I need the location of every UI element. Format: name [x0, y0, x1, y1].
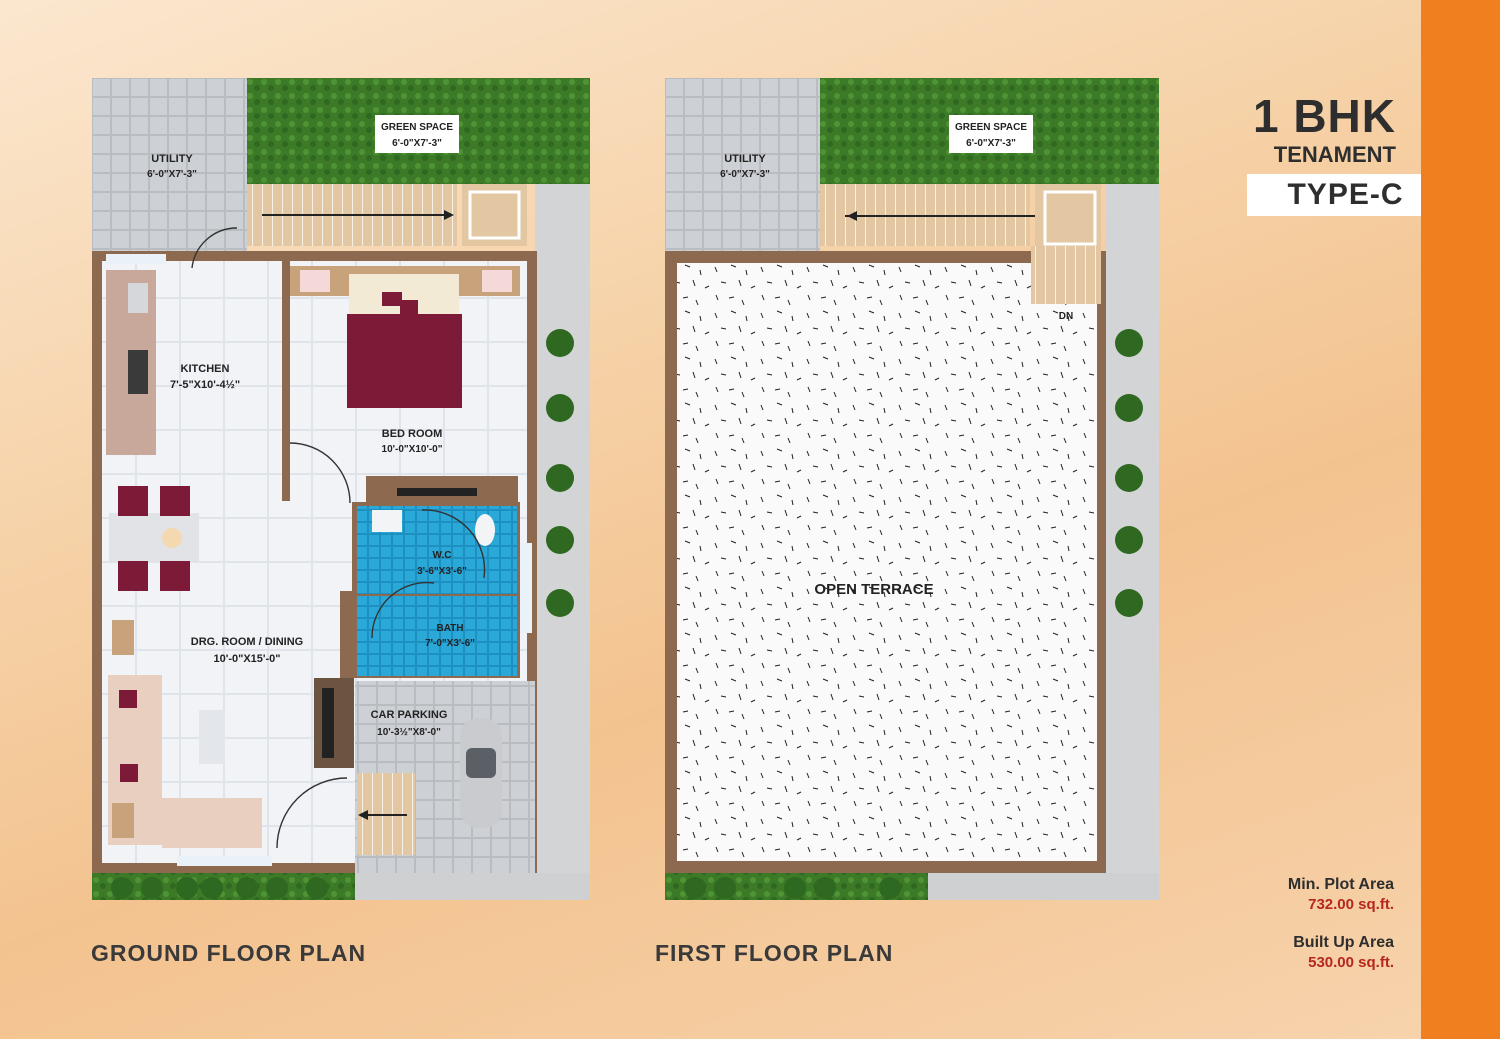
plot-area-value: 732.00 sq.ft. — [1308, 896, 1394, 913]
toilet-icon — [475, 514, 495, 546]
first-utility-area — [665, 78, 820, 251]
plot-area-label: Min. Plot Area — [1287, 876, 1394, 893]
kitchen-dim: 7'-5"X10'-4½" — [170, 379, 240, 391]
ground-utility-area — [92, 78, 247, 251]
first-green-label: GREEN SPACE — [955, 122, 1027, 133]
built-area-label: Built Up Area — [1293, 934, 1394, 951]
accent-side-strip — [1421, 0, 1500, 1039]
bedroom-label: BED ROOM — [382, 428, 443, 440]
first-floor-plan: DN UTILITY 6'-0"X7'-3" GREEN SPACE 6'-0"… — [665, 78, 1159, 900]
tenament-label: TENAMENT — [1273, 142, 1396, 167]
shrub-icons — [111, 329, 574, 899]
first-shrub-icons — [684, 329, 1143, 899]
drawing-room-dim: 10'-0"X15'-0" — [213, 653, 280, 665]
built-area-block: Built Up Area 530.00 sq.ft. — [1293, 933, 1394, 973]
dining-table-icon — [109, 513, 199, 563]
wc-dim: 3'-6"X3'-6" — [417, 566, 467, 577]
first-utility-dim: 6'-0"X7'-3" — [720, 169, 770, 180]
car-parking-dim: 10'-3½"X8'-0" — [377, 727, 441, 738]
ground-floor-caption: GROUND FLOOR PLAN — [91, 940, 367, 966]
ground-bath-area — [357, 596, 517, 676]
bath-dim: 7'-0"X3'-6" — [425, 638, 475, 649]
plot-area-block: Min. Plot Area 732.00 sq.ft. — [1288, 875, 1394, 915]
open-terrace-label: OPEN TERRACE — [814, 581, 933, 598]
kitchen-label: KITCHEN — [181, 363, 230, 375]
built-area-value: 530.00 sq.ft. — [1308, 954, 1394, 971]
bhk-title: 1 BHK — [1252, 90, 1396, 142]
wc-label: W.C — [433, 550, 452, 561]
first-green-dim: 6'-0"X7'-3" — [966, 138, 1016, 149]
ground-floor-plan: UTILITY 6'-0"X7'-3" GREEN SPACE 6'-0"X7'… — [92, 78, 590, 900]
bed-icon — [347, 314, 462, 408]
first-floor-caption: FIRST FLOOR PLAN — [655, 940, 894, 966]
dn-label: DN — [1059, 311, 1073, 322]
ground-green-dim: 6'-0"X7'-3" — [392, 138, 442, 149]
open-terrace-area — [677, 263, 1097, 861]
car-parking-label: CAR PARKING — [371, 709, 448, 721]
bath-label: BATH — [436, 623, 463, 634]
title-block: 1 BHK TENAMENT — [1253, 92, 1396, 168]
bedroom-dim: 10'-0"X10'-0" — [382, 444, 443, 455]
drawing-room-label: DRG. ROOM / DINING — [191, 636, 303, 648]
type-badge: TYPE-C — [1247, 174, 1444, 216]
ground-green-label: GREEN SPACE — [381, 122, 453, 133]
ground-utility-label: UTILITY — [151, 153, 193, 165]
ground-utility-dim: 6'-0"X7'-3" — [147, 169, 197, 180]
first-utility-label: UTILITY — [724, 153, 766, 165]
